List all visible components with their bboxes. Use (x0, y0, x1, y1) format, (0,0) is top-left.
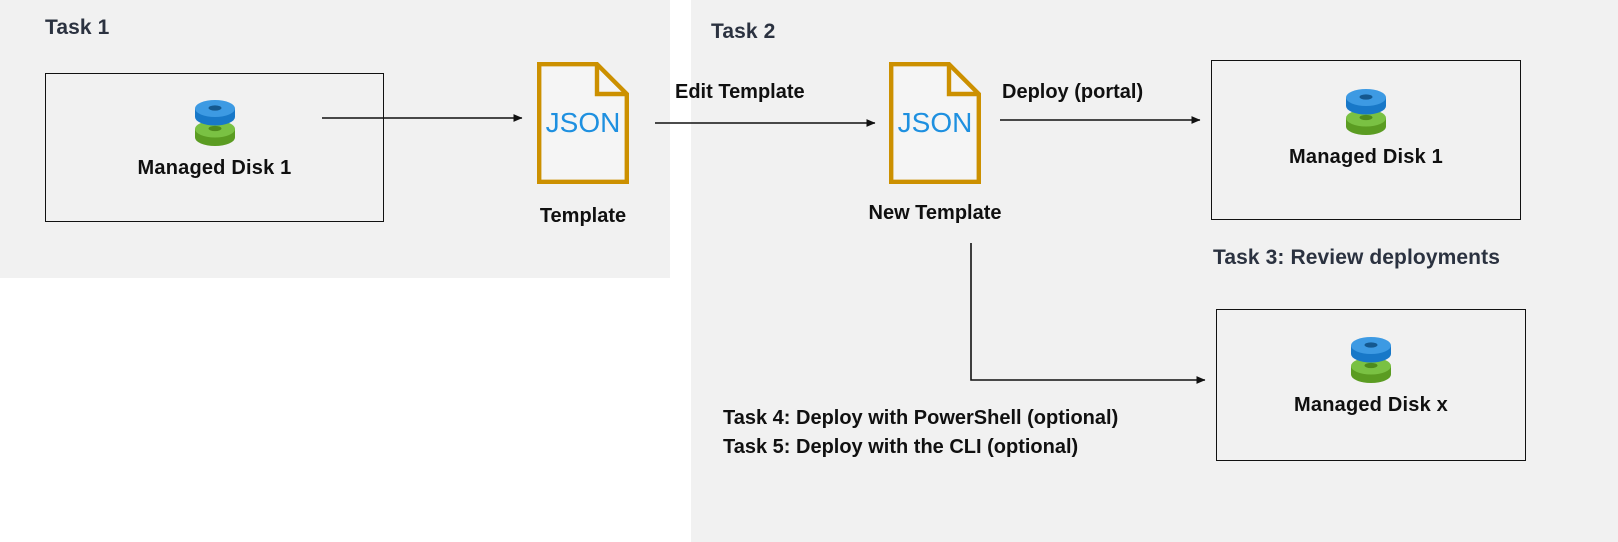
task1-label: Task 1 (45, 16, 110, 39)
managed-disk-icon (194, 100, 235, 146)
managed-disk-icon (1351, 337, 1391, 383)
task3-label: Task 3: Review deployments (1213, 246, 1500, 269)
json-label-2: JSON (898, 107, 973, 138)
managed-disk-x-caption: Managed Disk x (1294, 394, 1448, 416)
managed-disk-1-box[interactable]: Managed Disk 1 (45, 73, 384, 222)
managed-disk-1-result-box[interactable]: Managed Disk 1 (1211, 60, 1521, 220)
new-template-json-icon[interactable]: JSON (889, 62, 981, 184)
disk-box-content: Managed Disk 1 (1212, 84, 1520, 169)
disk-box-content: Managed Disk x (1217, 332, 1525, 417)
disk-box-content: Managed Disk 1 (46, 95, 383, 180)
new-template-caption: New Template (868, 202, 1002, 224)
template-caption: Template (539, 205, 627, 227)
managed-disk-1-result-caption: Managed Disk 1 (1289, 146, 1443, 168)
task4-label: Task 4: Deploy with PowerShell (optional… (723, 407, 1119, 429)
task5-label: Task 5: Deploy with the CLI (optional) (723, 436, 1079, 458)
deploy-portal-label: Deploy (portal) (1002, 81, 1144, 103)
managed-disk-icon (1346, 89, 1386, 135)
edit-template-label: Edit Template (675, 81, 805, 103)
managed-disk-x-box[interactable]: Managed Disk x (1216, 309, 1526, 461)
optional-tasks-block: Task 4: Deploy with PowerShell (optional… (723, 404, 1118, 462)
json-label-1: JSON (546, 107, 621, 138)
task2-label: Task 2 (711, 20, 776, 43)
managed-disk-1-caption: Managed Disk 1 (137, 157, 292, 179)
template-json-icon[interactable]: JSON (537, 62, 629, 184)
